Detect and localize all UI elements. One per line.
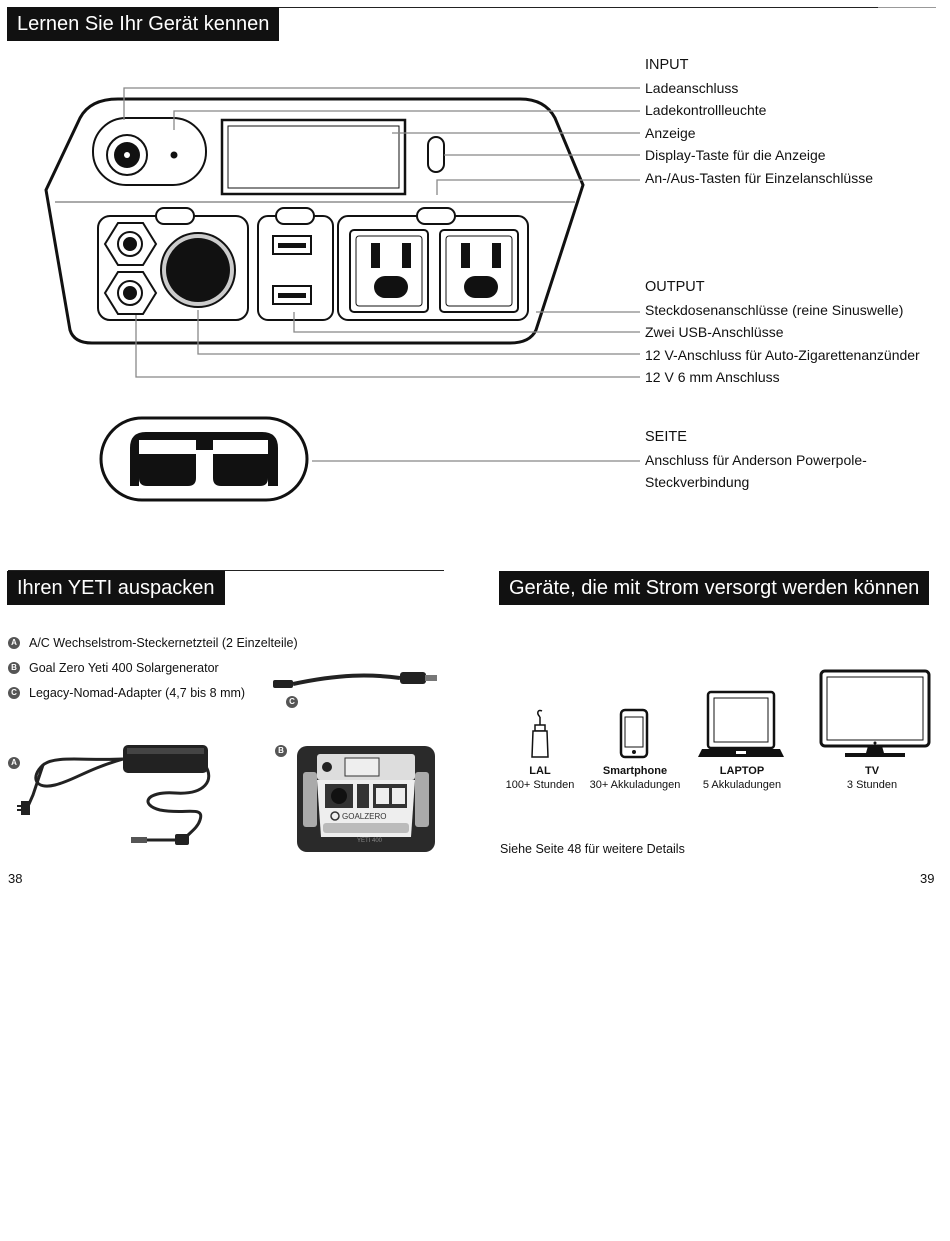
devices-note: Siehe Seite 48 für weitere Details xyxy=(500,842,685,856)
model-text: YETI 400 xyxy=(357,838,383,844)
photo-badge-c: C xyxy=(286,696,298,708)
device-smartphone: Smartphone 30+ Akkuladungen xyxy=(585,764,685,792)
page-number-right: 39 xyxy=(920,871,935,886)
device-name: LAL xyxy=(529,765,551,777)
top-rule-end xyxy=(878,7,936,8)
section-title-know-device: Lernen Sie Ihr Gerät kennen xyxy=(7,7,280,41)
badge-a: A xyxy=(8,637,20,649)
device-runtime: 5 Akkuladungen xyxy=(702,779,782,791)
device-lamp: LAL 100+ Stunden xyxy=(500,764,580,792)
laptop-icon xyxy=(698,690,784,757)
device-name: LAPTOP xyxy=(719,765,765,777)
device-runtime: 3 Stunden xyxy=(846,779,898,791)
ac-outlet-icon xyxy=(349,229,429,313)
yeti-generator-image: GOALZERO YETI 400 xyxy=(297,746,435,852)
input-heading: INPUT xyxy=(645,57,689,73)
label-display-button: Display-Taste für die Anzeige xyxy=(645,147,826,163)
page-number-left: 38 xyxy=(8,871,23,886)
usb-power-button xyxy=(275,207,315,225)
nomad-adapter-image xyxy=(273,672,437,688)
badge-c: C xyxy=(8,687,20,699)
device-runtime: 30+ Akkuladungen xyxy=(589,779,681,791)
unpack-item-label: Goal Zero Yeti 400 Solargenerator xyxy=(29,661,219,675)
device-name: Smartphone xyxy=(602,765,668,777)
ac-power-button xyxy=(416,207,456,225)
display-button xyxy=(427,136,445,173)
unpack-item-label: Legacy-Nomad-Adapter (4,7 bis 8 mm) xyxy=(29,686,246,700)
callout-lines xyxy=(123,87,640,462)
dc-power-button xyxy=(155,207,195,225)
label-6mm-port: 12 V 6 mm Anschluss xyxy=(645,369,780,385)
brand-text: GOALZERO xyxy=(342,812,386,821)
unpack-item-c: C Legacy-Nomad-Adapter (4,7 bis 8 mm) xyxy=(8,686,245,700)
photo-badge-b: B xyxy=(275,745,287,757)
top-rule xyxy=(8,7,878,8)
device-icons xyxy=(531,669,931,759)
label-power-buttons: An-/Aus-Tasten für Einzelanschlüsse xyxy=(645,170,873,186)
label-car-port: 12 V-Anschluss für Auto-Zigarettenanzünd… xyxy=(645,347,920,363)
smartphone-icon xyxy=(619,708,649,759)
unpack-item-b: B Goal Zero Yeti 400 Solargenerator xyxy=(8,661,219,675)
tv-icon xyxy=(819,669,931,757)
label-anderson-line1: Anschluss für Anderson Powerpole- xyxy=(645,452,867,468)
label-charging-port: Ladeanschluss xyxy=(645,80,739,96)
charge-indicator-icon xyxy=(170,151,178,159)
unpack-rule xyxy=(8,570,444,571)
unpack-item-a: A A/C Wechselstrom-Steckernetzteil (2 Ei… xyxy=(8,636,298,650)
section-title-devices: Geräte, die mit Strom versorgt werden kö… xyxy=(499,571,930,605)
ac-adapter-image xyxy=(17,745,211,845)
label-ac-outlets: Steckdosenanschlüsse (reine Sinuswelle) xyxy=(645,302,904,318)
device-front-diagram xyxy=(44,87,640,502)
device-name: TV xyxy=(864,765,880,777)
device-laptop: LAPTOP 5 Akkuladungen xyxy=(692,764,792,792)
device-tv: TV 3 Stunden xyxy=(822,764,922,792)
device-runtime: 100+ Stunden xyxy=(505,779,575,791)
unpack-item-label: A/C Wechselstrom-Steckernetzteil (2 Einz… xyxy=(29,636,298,650)
label-usb-ports: Zwei USB-Anschlüsse xyxy=(645,324,784,340)
ac-outlet-icon-2 xyxy=(439,229,519,313)
display-screen xyxy=(220,118,407,196)
badge-b: B xyxy=(8,662,20,674)
output-heading: OUTPUT xyxy=(645,279,705,295)
label-anderson-line2: Steckverbindung xyxy=(645,474,750,490)
section-title-unpack: Ihren YETI auspacken xyxy=(7,571,225,605)
label-display: Anzeige xyxy=(645,125,696,141)
photo-badge-a: A xyxy=(8,757,20,769)
lamp-icon xyxy=(531,709,549,758)
side-heading: SEITE xyxy=(645,429,687,445)
label-charge-indicator: Ladekontrollleuchte xyxy=(645,102,767,118)
